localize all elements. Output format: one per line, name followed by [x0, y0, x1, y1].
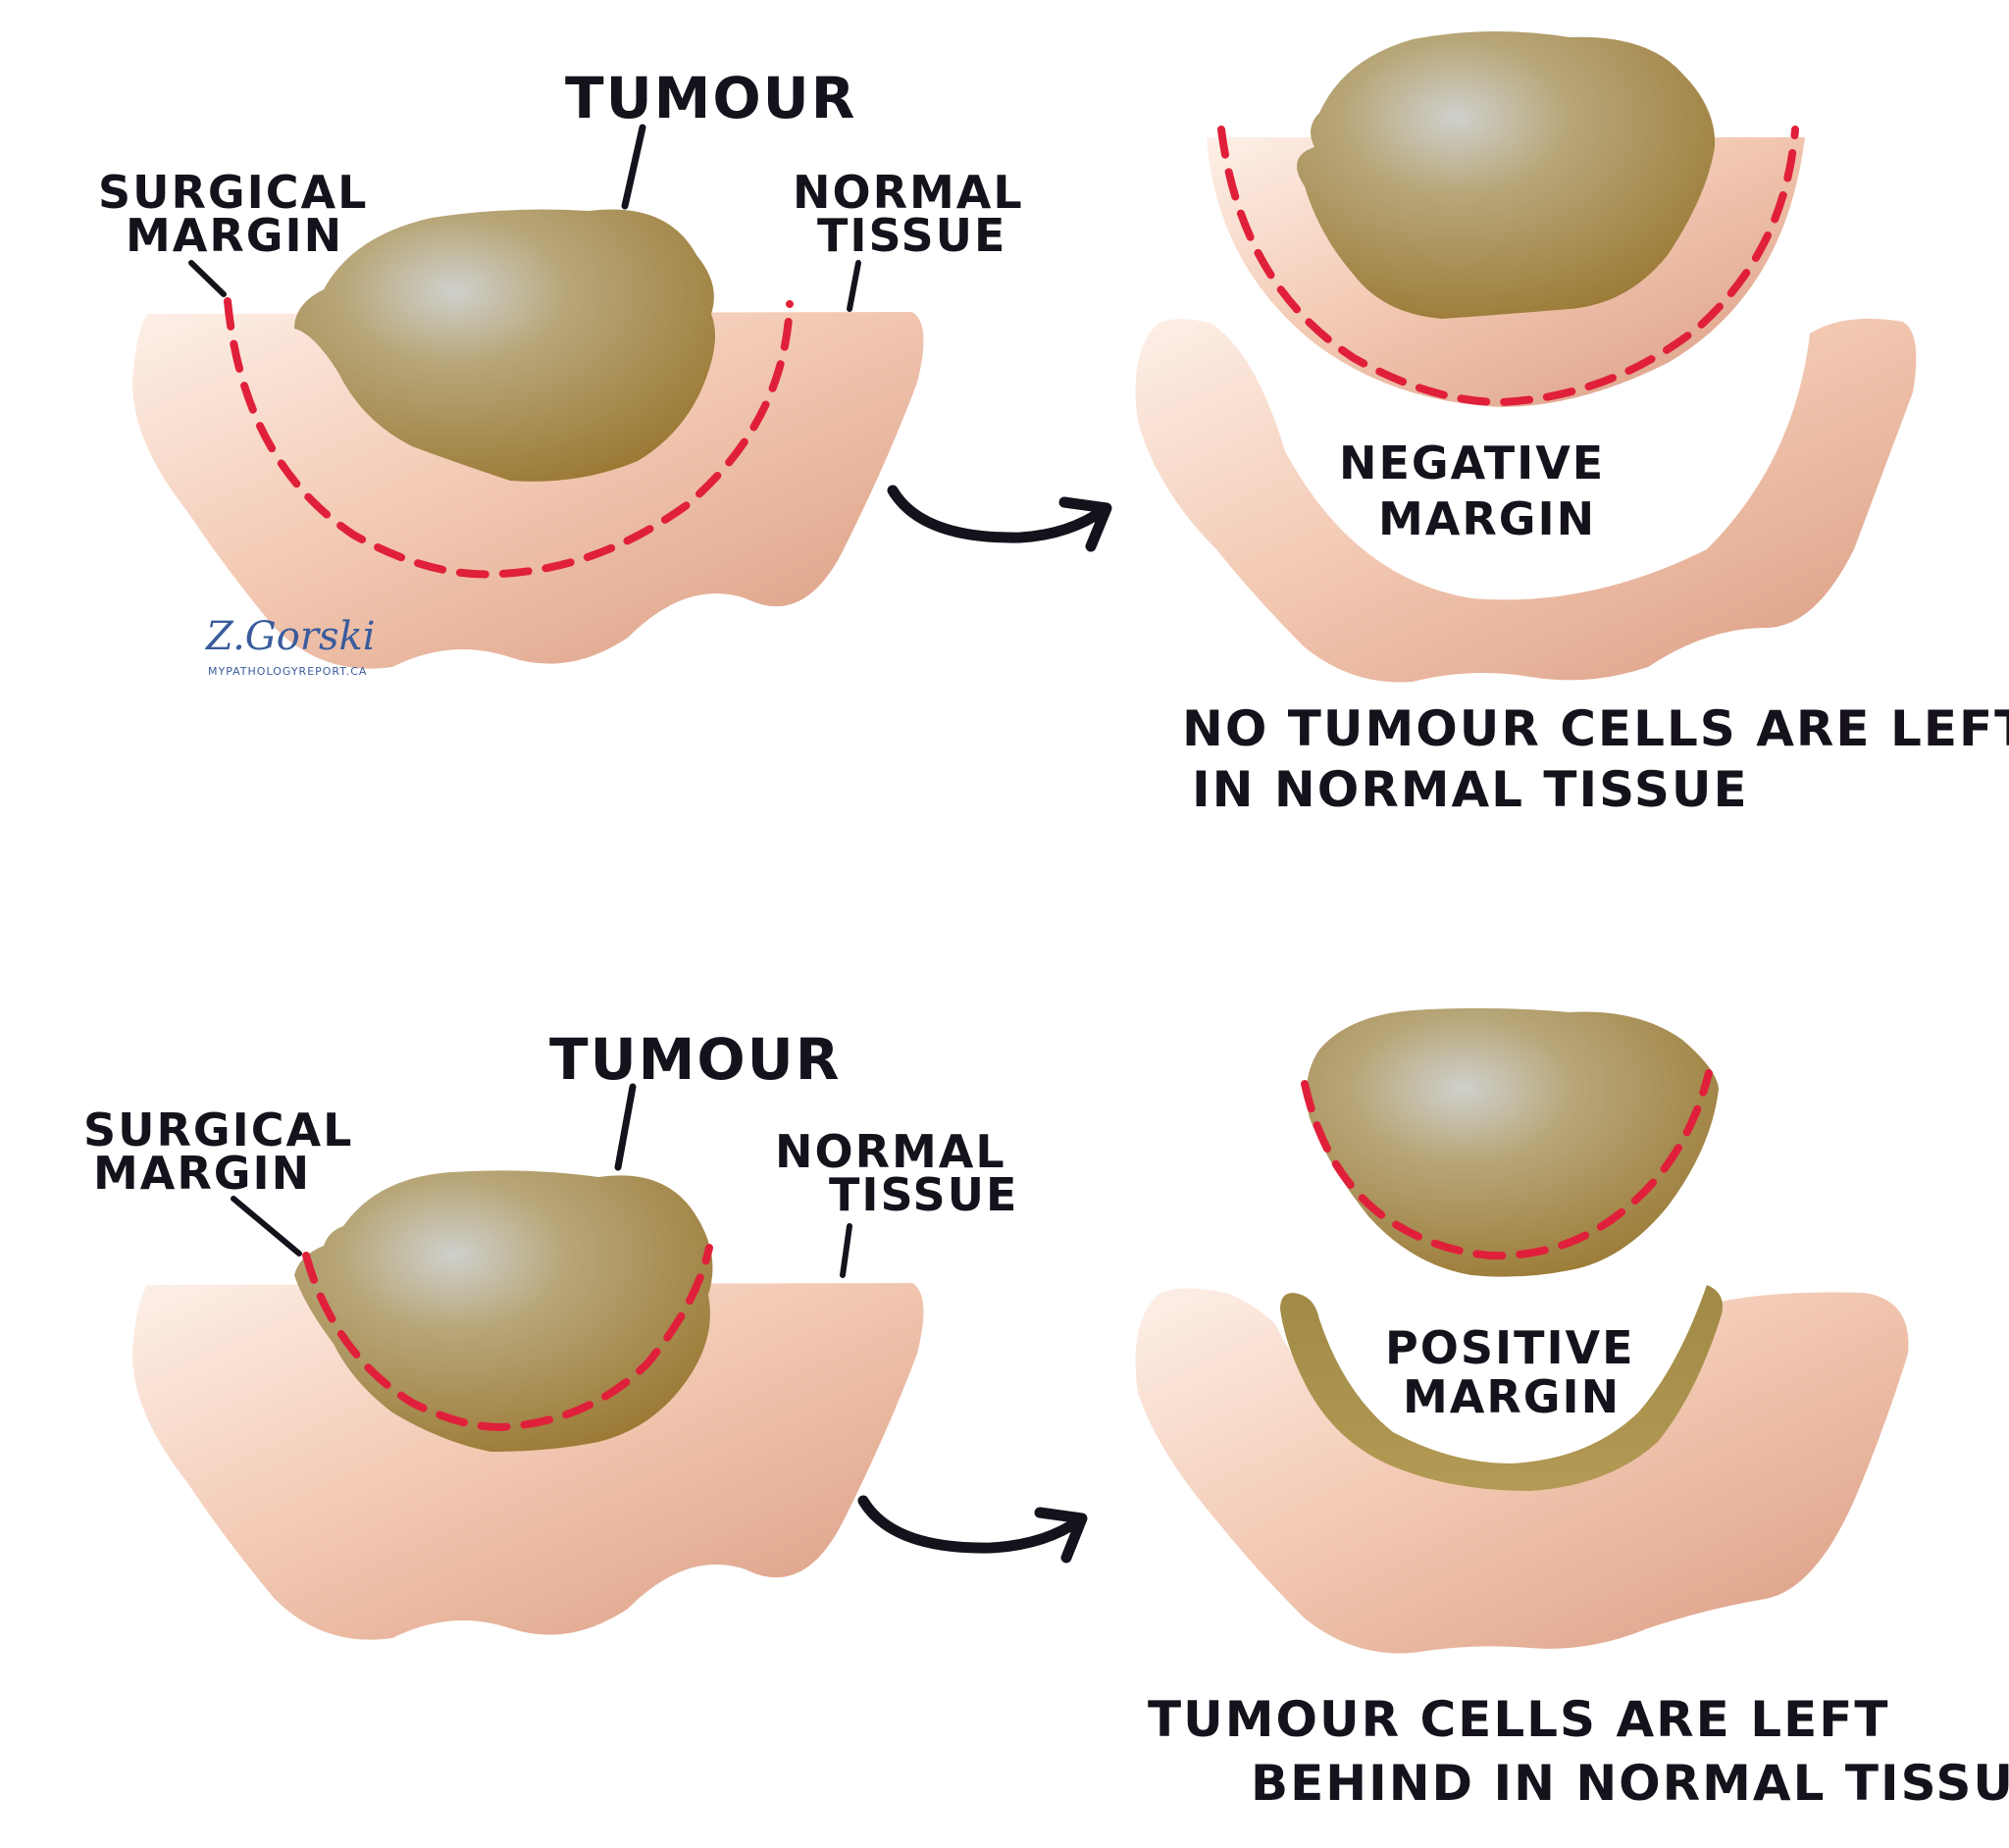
tumour-shape	[1297, 30, 1716, 319]
panel-negative-before: Tumour Surgical Margin Normal Tissue Z.G…	[98, 65, 1024, 678]
surgical-margin-pointer	[188, 260, 227, 297]
positive-margin-label-line2: Margin	[1403, 1370, 1621, 1423]
normal-tissue-shape	[1135, 318, 1917, 683]
tumour-shape	[294, 209, 715, 482]
surgical-margin-label-line1: Surgical	[83, 1104, 353, 1156]
negative-margin-label-line2: Margin	[1378, 492, 1596, 545]
surgical-margin-label-line2: Margin	[93, 1147, 311, 1200]
normal-tissue-label-line1: Normal	[793, 166, 1024, 219]
surgical-margin-line	[1301, 1069, 1713, 1260]
normal-tissue-pointer	[840, 1223, 852, 1278]
surgical-margin-label-line2: Margin	[126, 209, 343, 262]
artist-signature: Z.Gorski	[204, 614, 376, 659]
arrow-icon	[887, 485, 1112, 552]
negative-caption-line2: in normal tissue	[1192, 761, 1749, 818]
tumour-shape	[294, 1170, 713, 1452]
tumour-pointer	[614, 1083, 637, 1171]
positive-margin-label-line1: Positive	[1385, 1321, 1635, 1374]
artist-website: MYPATHOLOGYREPORT.CA	[208, 665, 367, 678]
residual-tumour-shape	[1280, 1285, 1723, 1491]
tumour-label: Tumour	[565, 65, 856, 131]
positive-caption-line1: Tumour cells are left	[1148, 1691, 1890, 1748]
panel-negative-after: Negative Margin No tumour cells are left…	[1135, 30, 2009, 818]
negative-caption-line1: No tumour cells are left	[1182, 700, 2009, 757]
tumour-label: Tumour	[549, 1026, 841, 1093]
normal-tissue-shape	[132, 312, 924, 669]
normal-tissue-label-line2: Tissue	[817, 209, 1006, 262]
surgical-margin-pointer	[231, 1196, 302, 1257]
tumour-shape	[1306, 1007, 1719, 1277]
surgical-margin-line	[302, 1244, 713, 1432]
normal-tissue-label-line2: Tissue	[829, 1168, 1018, 1221]
tumour-pointer	[621, 124, 646, 210]
surgical-margin-label-line1: Surgical	[98, 166, 368, 219]
normal-tissue-shape	[132, 1283, 924, 1640]
normal-tissue-label-line1: Normal	[775, 1125, 1006, 1178]
panel-positive-after: Positive Margin Tumour cells are left be…	[1135, 1007, 2009, 1812]
positive-caption-line2: behind in normal tissue	[1251, 1755, 2009, 1812]
surgical-margin-line	[224, 297, 794, 579]
negative-margin-label-line1: Negative	[1339, 436, 1605, 489]
arrow-icon	[857, 1495, 1088, 1564]
normal-tissue-pointer	[847, 260, 861, 312]
surgical-margin-line	[1217, 126, 1799, 407]
panel-positive-before: Tumour Surgical Margin Normal Tissue	[83, 1026, 1018, 1640]
